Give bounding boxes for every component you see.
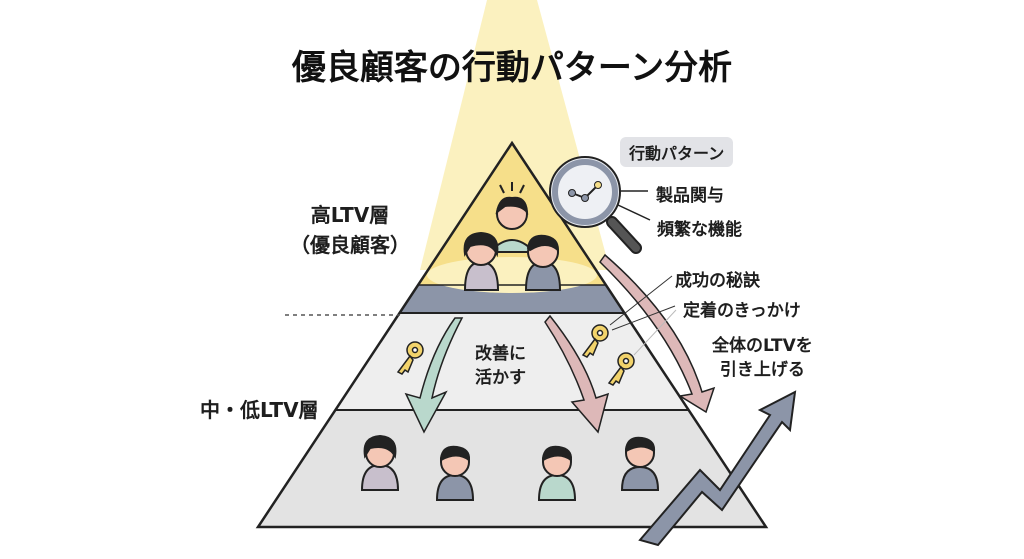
improve-arrow bbox=[404, 317, 464, 434]
key-label: 定着のきっかけ bbox=[683, 301, 801, 321]
improve-line: 活かす bbox=[475, 368, 526, 388]
behavior-pattern-badge: 行動パターン bbox=[620, 137, 734, 167]
key-label: 成功の秘訣 bbox=[675, 271, 760, 291]
raise-line: 全体のLTVを bbox=[712, 336, 813, 356]
pyramid-outline bbox=[255, 140, 769, 529]
person-icon bbox=[620, 436, 660, 491]
pink-arrow bbox=[544, 314, 610, 434]
pink-arrow bbox=[599, 253, 716, 414]
person-icon bbox=[360, 434, 400, 491]
person-icon bbox=[524, 234, 562, 291]
pattern-item: 頻繁な機能 bbox=[657, 220, 742, 240]
pattern-item: 製品関与 bbox=[656, 186, 724, 206]
growth-arrow bbox=[638, 390, 797, 547]
magnifier-icon bbox=[549, 156, 642, 254]
key-icon bbox=[581, 324, 609, 358]
person-icon bbox=[463, 231, 500, 291]
high-ltv-title: 高LTV層 bbox=[310, 203, 390, 227]
high-ltv-tier-label: 高LTV層 （優良顧客） bbox=[290, 200, 410, 260]
improve-label: 改善に 活かす bbox=[475, 342, 526, 390]
key-icon bbox=[396, 341, 424, 375]
bottom-tier bbox=[258, 410, 766, 527]
person-icon bbox=[435, 445, 475, 501]
improve-line: 改善に bbox=[475, 344, 526, 364]
raise-ltv-label: 全体のLTVを 引き上げる bbox=[712, 334, 813, 382]
mid-low-ltv-tier-label: 中・低LTV層 bbox=[200, 398, 319, 422]
person-icon bbox=[537, 445, 577, 501]
spotlight-pool bbox=[427, 257, 597, 293]
key-icon bbox=[607, 352, 635, 386]
page-title: 優良顧客の行動パターン分析 bbox=[291, 48, 733, 88]
raise-line: 引き上げる bbox=[719, 360, 805, 380]
high-ltv-subtitle: （優良顧客） bbox=[290, 233, 410, 257]
top-tier-base bbox=[400, 285, 624, 313]
